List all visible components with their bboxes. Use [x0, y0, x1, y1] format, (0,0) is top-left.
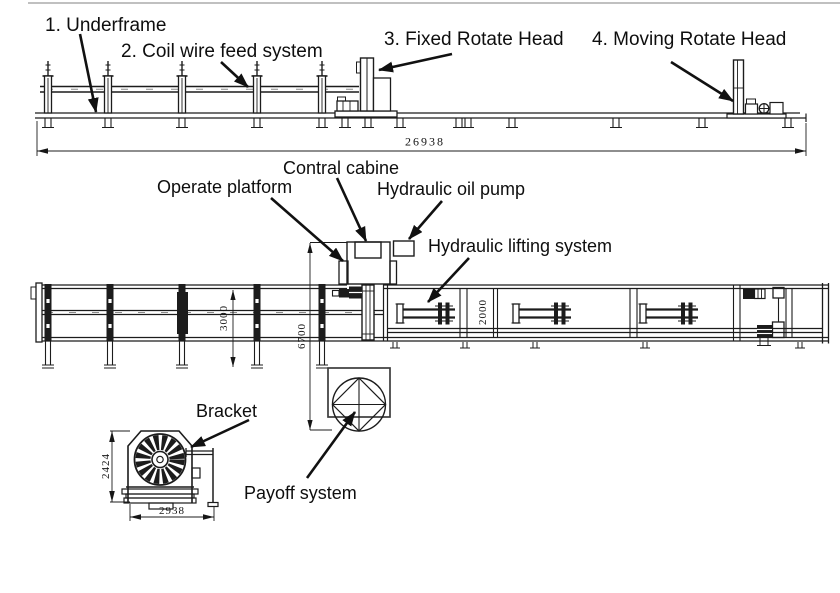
- label-moving-rotate-head: 4. Moving Rotate Head: [592, 29, 787, 50]
- leader-arrows: [78, 33, 734, 479]
- coil-wire-feed-arrow: [220, 61, 249, 88]
- payoff-reel-spokes: [135, 435, 185, 484]
- operate-platform-arrow: [270, 197, 344, 262]
- fixed-rotate-head-arrow: [378, 52, 453, 73]
- label-bracket: Bracket: [196, 401, 258, 421]
- side-view-fixed-rotate-head: [334, 57, 398, 118]
- plan-view-lifting-conveyor: [382, 283, 830, 349]
- dim-payoff-height: 2424: [100, 453, 112, 479]
- contral-cabine-box: [354, 241, 382, 259]
- label-operate-platform: Operate platform: [157, 177, 293, 197]
- dim-frame-width: 3000: [218, 305, 230, 331]
- dimension-payoff-length: [129, 504, 215, 521]
- dim-overall-length: 26938: [405, 134, 445, 149]
- moving-rotate-head-arrow: [670, 60, 734, 103]
- side-view-moving-rotate-head: [726, 59, 787, 119]
- label-hydraulic-oil-pump: Hydraulic oil pump: [377, 179, 526, 199]
- bracket-arrow: [190, 418, 250, 449]
- label-underframe: 1. Underframe: [45, 15, 167, 36]
- plan-view-moving-rotate-head: [743, 286, 785, 346]
- dimension-payoff-offset: [307, 242, 347, 431]
- payoff-system-arrow: [305, 411, 357, 479]
- label-hydraulic-lifting: Hydraulic lifting system: [428, 236, 613, 256]
- hydraulic-oil-pump-box: [392, 240, 415, 257]
- underframe-arrow: [78, 33, 99, 113]
- hydraulic-oil-pump-arrow: [408, 200, 443, 240]
- plan-view-posts: [43, 283, 327, 342]
- operate-platform: [338, 241, 398, 285]
- label-payoff-system: Payoff system: [244, 483, 357, 503]
- hydraulic-lifting-mechanisms: [394, 301, 700, 326]
- dimension-payoff-height: [109, 430, 130, 503]
- dimension-overall-length: [36, 121, 807, 156]
- label-coil-wire-feed: 2. Coil wire feed system: [121, 41, 323, 62]
- dim-payoff-length: 2938: [159, 505, 185, 517]
- payoff-front-view: [121, 430, 201, 510]
- plan-view-fixed-rotate-head: [331, 284, 375, 341]
- bracket-arm: [185, 448, 219, 508]
- plan-view-left-frame: [30, 282, 829, 369]
- dim-lifting-bay: 2000: [477, 299, 489, 325]
- dim-payoff-offset: 6700: [296, 323, 308, 349]
- payoff-plan-view: [327, 367, 391, 432]
- contral-cabine-arrow: [335, 177, 368, 242]
- label-contral-cabine: Contral cabine: [283, 158, 400, 178]
- label-fixed-rotate-head: 3. Fixed Rotate Head: [384, 29, 564, 50]
- side-view-coil-wire-feed-rail: [40, 85, 359, 93]
- hydraulic-lifting-arrow: [427, 257, 470, 303]
- dimension-frame-width: [230, 290, 236, 367]
- side-view-underframe: [35, 112, 807, 129]
